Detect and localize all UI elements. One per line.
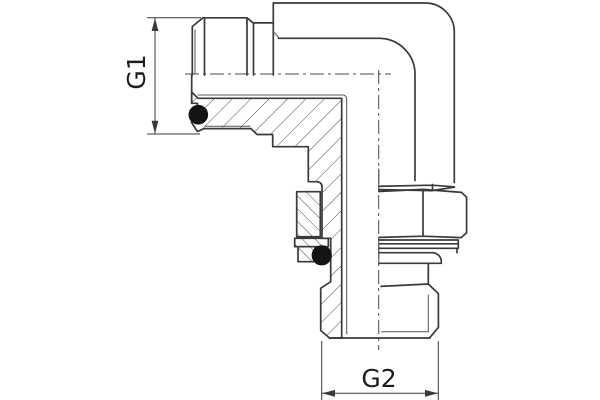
locknut-hex-external xyxy=(377,188,468,239)
elbow-outer-curve xyxy=(272,2,456,184)
stud-g2 xyxy=(328,262,440,339)
g2-arrow-right xyxy=(425,389,438,397)
stud-g2-external xyxy=(328,283,440,339)
stud-g1-hex xyxy=(191,16,275,76)
g1-arrow-up xyxy=(151,18,159,31)
body-half-section xyxy=(190,74,348,339)
stud-g2-thread-root-lines xyxy=(381,294,429,333)
g1-arrow-down xyxy=(151,120,159,134)
elbow-external-outline xyxy=(272,2,456,192)
washer-external-edges xyxy=(377,239,460,265)
body-chamfer-line xyxy=(272,31,279,38)
o-ring-lower xyxy=(311,245,332,266)
centerlines xyxy=(185,70,391,350)
g2-label: G2 xyxy=(361,364,396,393)
o-ring-upper xyxy=(188,104,209,125)
hex-corner-lines xyxy=(203,16,248,76)
g1-label: G1 xyxy=(122,54,151,89)
locknut-section-hatch xyxy=(295,190,322,238)
elbow-inner-curve xyxy=(277,37,416,182)
g2-dimension: G2 xyxy=(321,341,439,400)
washer-stack xyxy=(293,236,460,265)
g1-extension-lines xyxy=(147,17,201,135)
hex-outline xyxy=(191,16,255,76)
g1-dimension: G1 xyxy=(122,17,201,135)
locknut xyxy=(295,188,468,239)
g2-extension-lines xyxy=(321,341,439,400)
bore-lines xyxy=(197,94,348,335)
o-ring-seals xyxy=(188,104,332,266)
g2-arrow-left xyxy=(322,389,335,397)
